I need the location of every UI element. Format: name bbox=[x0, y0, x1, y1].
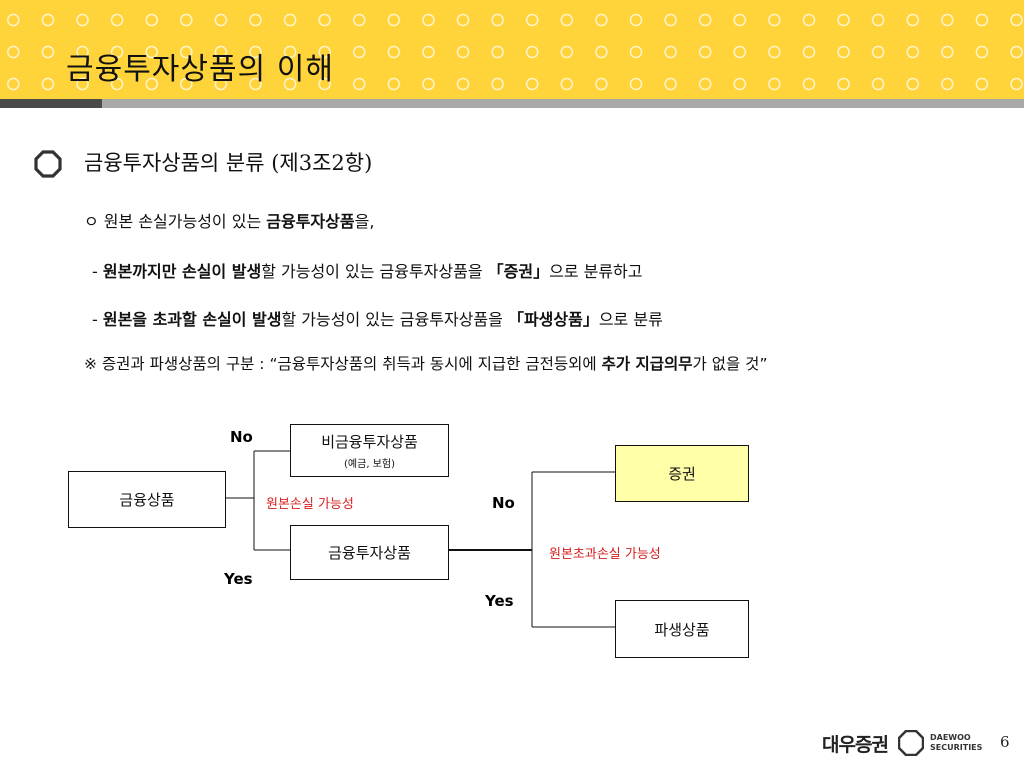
yes-label-2: Yes bbox=[485, 592, 514, 610]
derivatives-label: 파생상품 bbox=[654, 620, 710, 639]
non-investment-product-box: 비금융투자상품 (예금, 보험) bbox=[290, 424, 449, 477]
bullet-line-1-bold: 금융투자상품 bbox=[266, 212, 355, 231]
bullet-line-3-middle: 할 가능성이 있는 금융투자상품을 bbox=[281, 310, 508, 329]
company-logo-english-line1: DAEWOO bbox=[930, 733, 971, 742]
yes-label-1: Yes bbox=[224, 570, 253, 588]
note-line: ※ 증권과 파생상품의 구분 : “금융투자상품의 취득과 동시에 지급한 금전… bbox=[84, 352, 767, 374]
company-logo-english-line2: SECURITIES bbox=[930, 743, 983, 752]
bullet-line-3: - 원본을 초과할 손실이 발생할 가능성이 있는 금융투자상품을 「파생상품」… bbox=[92, 306, 663, 330]
bullet-line-2: - 원본까지만 손실이 발생할 가능성이 있는 금융투자상품을 「증권」으로 분… bbox=[92, 258, 643, 282]
derivatives-box: 파생상품 bbox=[615, 600, 749, 658]
note-line-bold: 추가 지급의무 bbox=[601, 355, 693, 373]
company-logo-english: DAEWOO SECURITIES bbox=[930, 733, 982, 753]
no-label-2: No bbox=[492, 494, 515, 512]
non-investment-product-sublabel: (예금, 보험) bbox=[344, 459, 395, 470]
bullet-line-2-middle: 할 가능성이 있는 금융투자상품을 bbox=[261, 262, 488, 281]
non-investment-product-label: 비금융투자상품 bbox=[321, 433, 418, 451]
bullet-line-1: ㅇ 원본 손실가능성이 있는 금융투자상품을, bbox=[84, 208, 374, 232]
bullet-line-2-prefix: - bbox=[92, 262, 103, 281]
bullet-line-1-prefix: ㅇ 원본 손실가능성이 있는 bbox=[84, 212, 267, 231]
bullet-line-2-bold2: 「증권」 bbox=[487, 262, 550, 281]
company-logo-korean: 대우증권 bbox=[822, 734, 889, 756]
octagon-bullet-icon bbox=[34, 150, 62, 178]
bullet-line-2-bold: 원본까지만 손실이 발생 bbox=[102, 262, 262, 281]
company-logo-mark-icon bbox=[898, 730, 924, 756]
page-number: 6 bbox=[1000, 733, 1010, 751]
bullet-line-3-prefix: - bbox=[92, 310, 103, 329]
page-title: 금융투자상품의 이해 bbox=[66, 52, 334, 87]
investment-product-label: 금융투자상품 bbox=[328, 544, 411, 562]
bullet-line-3-bold: 원본을 초과할 손실이 발생 bbox=[102, 310, 282, 329]
bullet-line-3-bold2: 「파생상품」 bbox=[507, 310, 599, 329]
securities-label: 증권 bbox=[668, 465, 696, 483]
note-line-suffix: 가 없을 것” bbox=[692, 355, 768, 373]
header-divider-dark bbox=[0, 99, 102, 108]
financial-product-box: 금융상품 bbox=[68, 471, 226, 528]
no-label-1: No bbox=[230, 428, 253, 446]
investment-product-box: 금융투자상품 bbox=[290, 525, 449, 580]
securities-box: 증권 bbox=[615, 445, 749, 502]
excess-loss-criterion: 원본초과손실 가능성 bbox=[549, 547, 661, 562]
section-title: 금융투자상품의 분류 (제3조2항) bbox=[84, 151, 373, 175]
financial-product-label: 금융상품 bbox=[119, 491, 175, 509]
principal-loss-criterion: 원본손실 가능성 bbox=[266, 497, 354, 512]
bullet-line-3-suffix: 으로 분류 bbox=[598, 310, 663, 329]
bullet-line-2-suffix: 으로 분류하고 bbox=[549, 262, 643, 281]
bullet-line-1-suffix: 을, bbox=[354, 212, 375, 231]
note-line-prefix: ※ 증권과 파생상품의 구분 : “금융투자상품의 취득과 동시에 지급한 금전… bbox=[84, 355, 602, 373]
header-divider-light bbox=[102, 99, 1024, 108]
header-banner: 금융투자상품의 이해 bbox=[0, 0, 1024, 100]
